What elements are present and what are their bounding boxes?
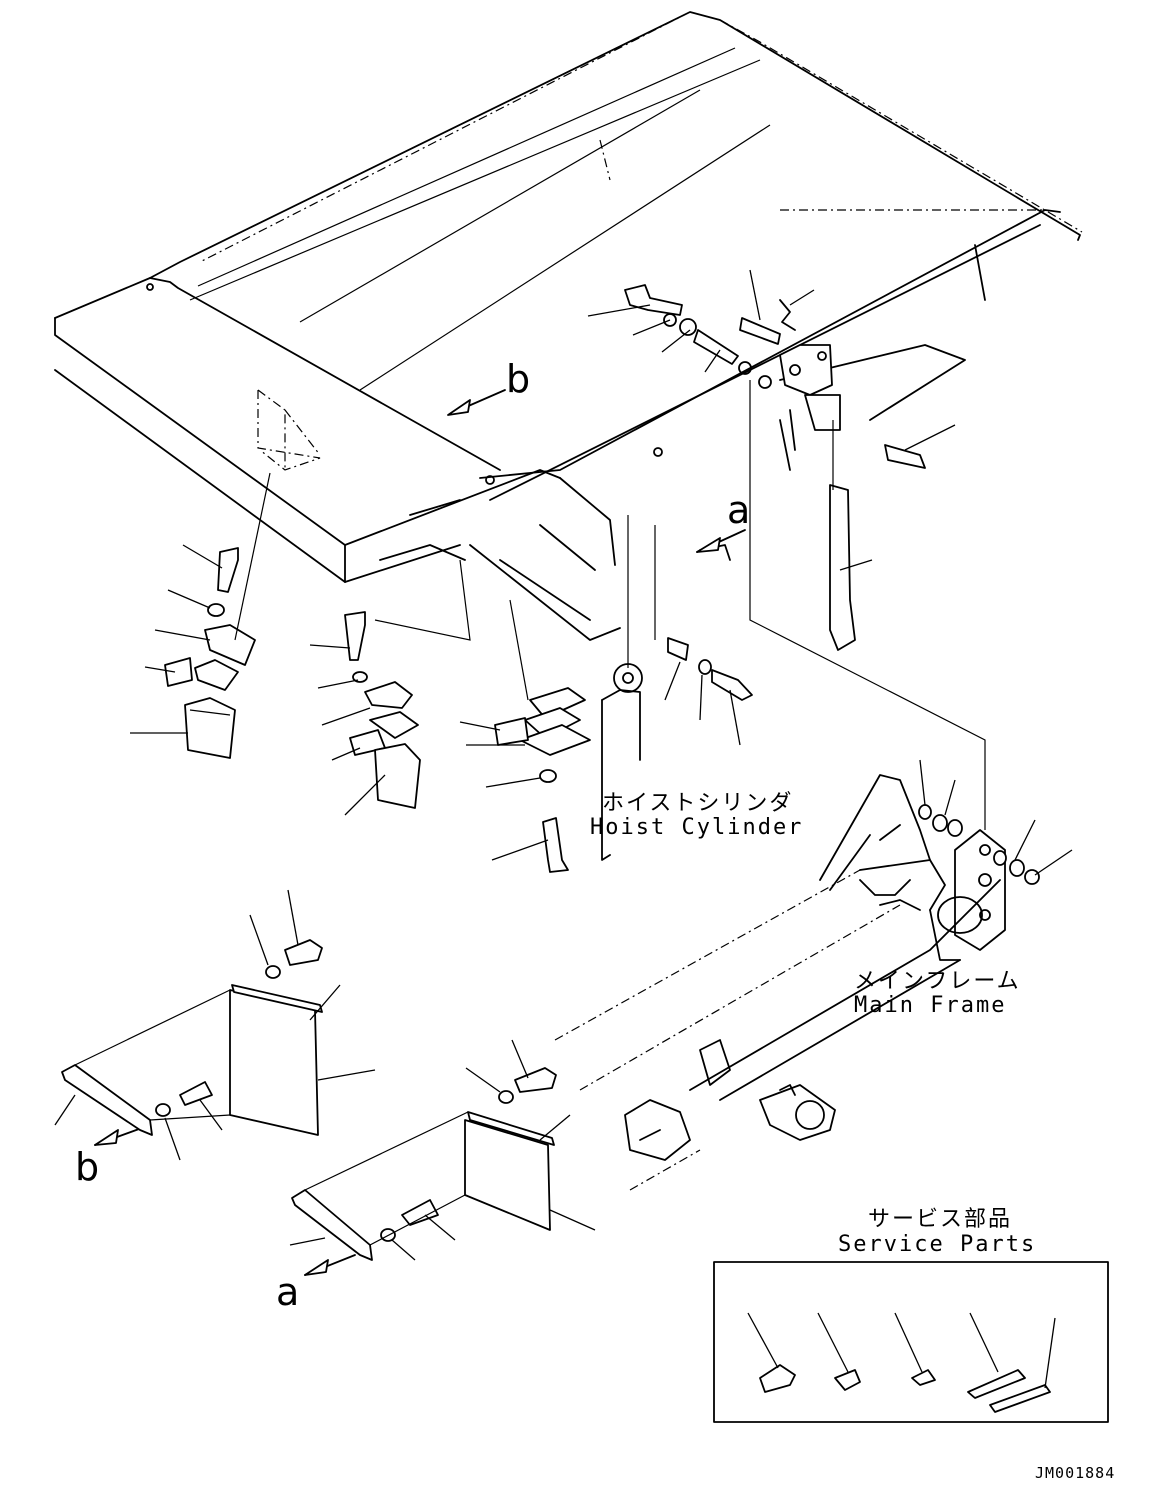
view-a-upper-label: a — [727, 488, 750, 532]
service-parts-en-label: Service Parts — [838, 1232, 1036, 1257]
hinge-pin-assembly — [587, 269, 986, 830]
body-pad-left — [130, 472, 271, 759]
service-parts-jp-label: サービス部品 — [868, 1207, 1012, 1232]
service-parts-panel: サービス部品 Service Parts — [713, 1207, 1109, 1423]
view-arrows: b a b a — [75, 357, 750, 1314]
view-a-lower-label: a — [276, 1270, 299, 1314]
body-pad-center — [309, 559, 471, 816]
shim-plates — [459, 599, 591, 873]
hoist-cylinder-jp-label: ホイストシリンダ — [602, 791, 793, 816]
dump-body — [54, 11, 1083, 641]
mud-flap-right — [289, 1039, 596, 1261]
hoist-cylinder-en-label: Hoist Cylinder — [590, 815, 803, 840]
mud-flap-left — [54, 889, 376, 1161]
hoist-cylinder: ホイストシリンダ Hoist Cylinder — [590, 515, 803, 861]
main-frame-jp-label: メインフレーム — [854, 969, 1021, 994]
service-parts-box — [713, 1261, 1109, 1423]
main-frame-en-label: Main Frame — [854, 993, 1006, 1018]
view-b-upper-label: b — [506, 357, 530, 401]
view-b-lower-label: b — [75, 1145, 99, 1189]
main-frame: メインフレーム Main Frame — [554, 759, 1073, 1191]
drawing-code: JM001884 — [1035, 1464, 1115, 1482]
